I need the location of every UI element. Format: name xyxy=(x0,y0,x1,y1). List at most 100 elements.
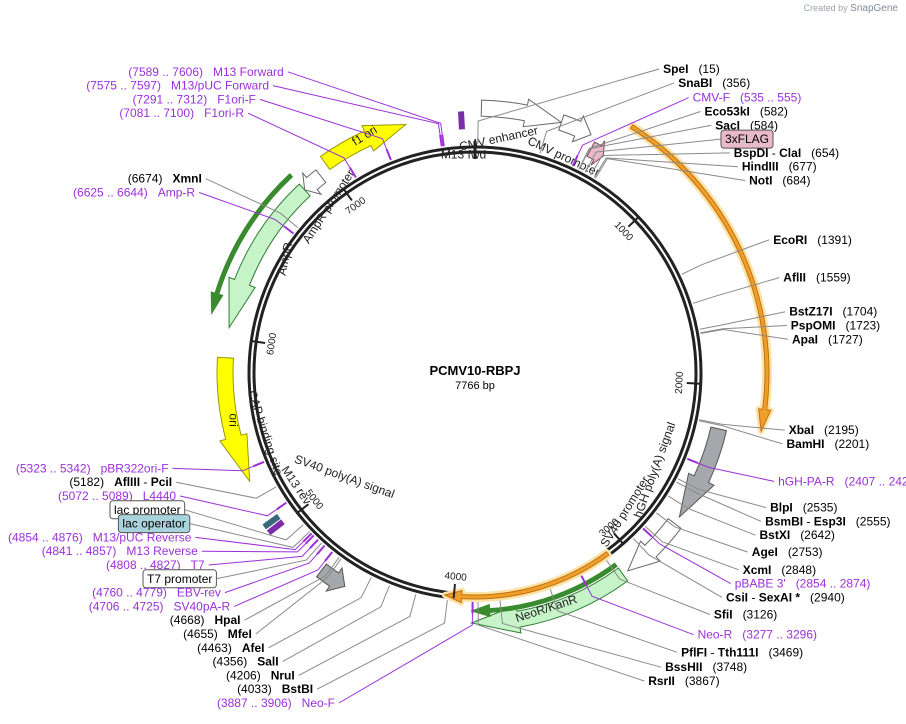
tick-4000 xyxy=(452,583,456,599)
restriction-site-label[interactable]: AflII(1559) xyxy=(783,271,850,285)
feature-arrow-ampr-promoter[interactable] xyxy=(302,169,327,196)
restriction-site-label[interactable]: PflFI - Tth111I(3469) xyxy=(681,645,803,659)
primer-label[interactable]: Neo-R(3277 .. 3296) xyxy=(698,628,817,642)
primer-mark xyxy=(276,501,287,511)
restriction-site-label[interactable]: (6674)XmnI xyxy=(128,172,202,186)
primer-label[interactable]: hGH-PA-R(2407 .. 2426) xyxy=(778,474,906,488)
primer-label[interactable]: (7575 .. 7597)M13/pUC Forward xyxy=(86,79,269,93)
feature-callout[interactable]: 3xFLAG xyxy=(720,129,774,149)
restriction-site-label[interactable]: CsiI - SexAI *(2940) xyxy=(726,590,845,604)
label-text: BstZ17I(1704) xyxy=(789,305,877,319)
feature-arrow-neor-kanr[interactable] xyxy=(469,567,629,634)
restriction-site-label[interactable]: (4356)SalI xyxy=(213,655,279,669)
restriction-site-label[interactable]: BamHI(2201) xyxy=(787,437,870,451)
restriction-site-label[interactable]: SacI(584) xyxy=(715,118,778,132)
feature-arrow-cmv-enhancer[interactable] xyxy=(480,98,563,128)
label-part: SV40pA-R xyxy=(173,599,230,613)
restriction-site-label[interactable]: BstXI(2642) xyxy=(760,528,835,542)
leader-line xyxy=(189,523,311,548)
label-part: BstZ17I xyxy=(789,305,832,319)
feature-arrow-rbpj[interactable] xyxy=(629,124,772,434)
restriction-site-label[interactable]: NotI(684) xyxy=(749,174,810,188)
restriction-site-label[interactable]: BssHII(3748) xyxy=(665,660,747,674)
primer-label[interactable]: pBABE 3'(2854 .. 2874) xyxy=(735,577,871,591)
feature-callout[interactable]: lac operator xyxy=(117,514,191,534)
primer-label[interactable]: (5072 .. 5089)L4440 xyxy=(58,489,176,503)
restriction-site-label[interactable]: XcmI(2848) xyxy=(743,563,816,577)
label-text: (3887 .. 3906)Neo-F xyxy=(217,696,335,710)
leader-line xyxy=(676,481,762,522)
label-part: (356) xyxy=(722,76,750,90)
feature-arrow-f1-ori[interactable] xyxy=(319,123,408,171)
feature-arrow-sv40-promoter[interactable] xyxy=(626,518,682,572)
label-part: M13 Forward xyxy=(213,65,284,79)
feature-arrow-hgh-poly-a-signal[interactable] xyxy=(678,426,728,519)
restriction-site-label[interactable]: SpeI(15) xyxy=(663,62,720,76)
restriction-site-label[interactable]: (4033)BstBI xyxy=(237,682,313,696)
restriction-site-label[interactable]: (4668)HpaI xyxy=(170,613,241,627)
restriction-site-label[interactable]: EcoRI(1391) xyxy=(773,233,852,247)
feature-arrow-ori[interactable] xyxy=(216,356,251,484)
label-text: (5072 .. 5089)L4440 xyxy=(58,489,176,503)
primer-label[interactable]: (4841 .. 4857)M13 Reverse xyxy=(42,544,198,558)
restriction-site-label[interactable]: Eco53kI(582) xyxy=(705,105,788,119)
label-part: (2201) xyxy=(835,437,870,451)
feature-arrow-cmv-promoter[interactable] xyxy=(558,114,592,143)
label-part: (5323 .. 5342) xyxy=(16,461,91,475)
restriction-site-label[interactable]: SfiI(3126) xyxy=(714,608,777,622)
primer-label[interactable]: (4760 .. 4779)EBV-rev xyxy=(92,586,221,600)
map-marker-1 xyxy=(266,519,285,536)
label-text: (4854 .. 4876)M13/pUC Reverse xyxy=(8,530,192,544)
leader-line xyxy=(499,600,662,668)
leader-line xyxy=(244,557,340,621)
restriction-site-label[interactable]: BstZ17I(1704) xyxy=(789,305,877,319)
restriction-site-label[interactable]: AgeI(2753) xyxy=(752,545,823,559)
primer-label[interactable]: (7589 .. 7606)M13 Forward xyxy=(128,65,283,79)
restriction-site-label[interactable]: (4655)MfeI xyxy=(183,627,252,641)
label-text: (7575 .. 7597)M13/pUC Forward xyxy=(86,79,269,93)
restriction-site-label[interactable]: BspDI - ClaI(654) xyxy=(734,146,839,160)
primer-label[interactable]: (4854 .. 4876)M13/pUC Reverse xyxy=(8,530,192,544)
primer-label[interactable]: (3887 .. 3906)Neo-F xyxy=(217,696,335,710)
label-part: NruI xyxy=(271,668,295,682)
label-text: BspDI - ClaI(654) xyxy=(734,146,839,160)
primer-label[interactable]: (4808 .. 4827)T7 xyxy=(106,558,205,572)
restriction-site-label[interactable]: HindIII(677) xyxy=(742,160,817,174)
restriction-site-label[interactable]: BsmBI - Esp3I(2555) xyxy=(765,514,890,528)
restriction-site-label[interactable]: SnaBI(356) xyxy=(678,76,750,90)
restriction-site-label[interactable]: (4206)NruI xyxy=(226,668,295,682)
restriction-site-label[interactable]: XbaI(2195) xyxy=(789,423,859,437)
feature-callout[interactable]: T7 promoter xyxy=(142,569,217,589)
feature-arrow-neor-thin[interactable] xyxy=(470,562,618,618)
label-part: (3469) xyxy=(768,645,803,659)
label-part: BssHII xyxy=(665,660,702,674)
label-part: (2195) xyxy=(824,423,859,437)
primer-label[interactable]: CMV-F(535 .. 555) xyxy=(693,91,802,105)
tick-2000 xyxy=(686,382,701,385)
restriction-site-label[interactable]: BlpI(2535) xyxy=(770,501,837,515)
primer-label[interactable]: (7081 .. 7100)F1ori-R xyxy=(119,106,244,120)
label-text: lac promoter xyxy=(114,503,181,517)
leader-line xyxy=(184,509,304,541)
feature-arrow-ampr[interactable] xyxy=(228,183,311,330)
label-part: (3867) xyxy=(685,674,720,688)
restriction-site-label[interactable]: RsrII(3867) xyxy=(648,674,719,688)
primer-label[interactable]: (7291 .. 7312)F1ori-F xyxy=(133,92,256,106)
primer-label[interactable]: (5323 .. 5342)pBR322ori-F xyxy=(16,461,169,475)
restriction-site-label[interactable]: PspOMI(1723) xyxy=(791,319,880,333)
label-part: pBABE 3' xyxy=(735,577,786,591)
label-part: - xyxy=(803,514,814,528)
label-text: CsiI - SexAI *(2940) xyxy=(726,590,845,604)
restriction-site-label[interactable]: ApaI(1727) xyxy=(792,332,863,346)
feature-arrow-cap-binding-site[interactable] xyxy=(239,471,280,529)
primer-label[interactable]: (6625 .. 6644)Amp-R xyxy=(73,186,195,200)
restriction-site-label[interactable]: (4463)AfeI xyxy=(197,641,264,655)
leader-line xyxy=(677,478,767,509)
leader-line xyxy=(338,601,474,704)
leader-line xyxy=(477,68,660,145)
primer-label[interactable]: (4706 .. 4725)SV40pA-R xyxy=(89,599,231,613)
label-text: (7589 .. 7606)M13 Forward xyxy=(128,65,283,79)
label-part: - xyxy=(707,645,718,659)
primer-mark xyxy=(385,148,392,161)
restriction-site-label[interactable]: (5182)AflIII - PciI xyxy=(69,475,172,489)
